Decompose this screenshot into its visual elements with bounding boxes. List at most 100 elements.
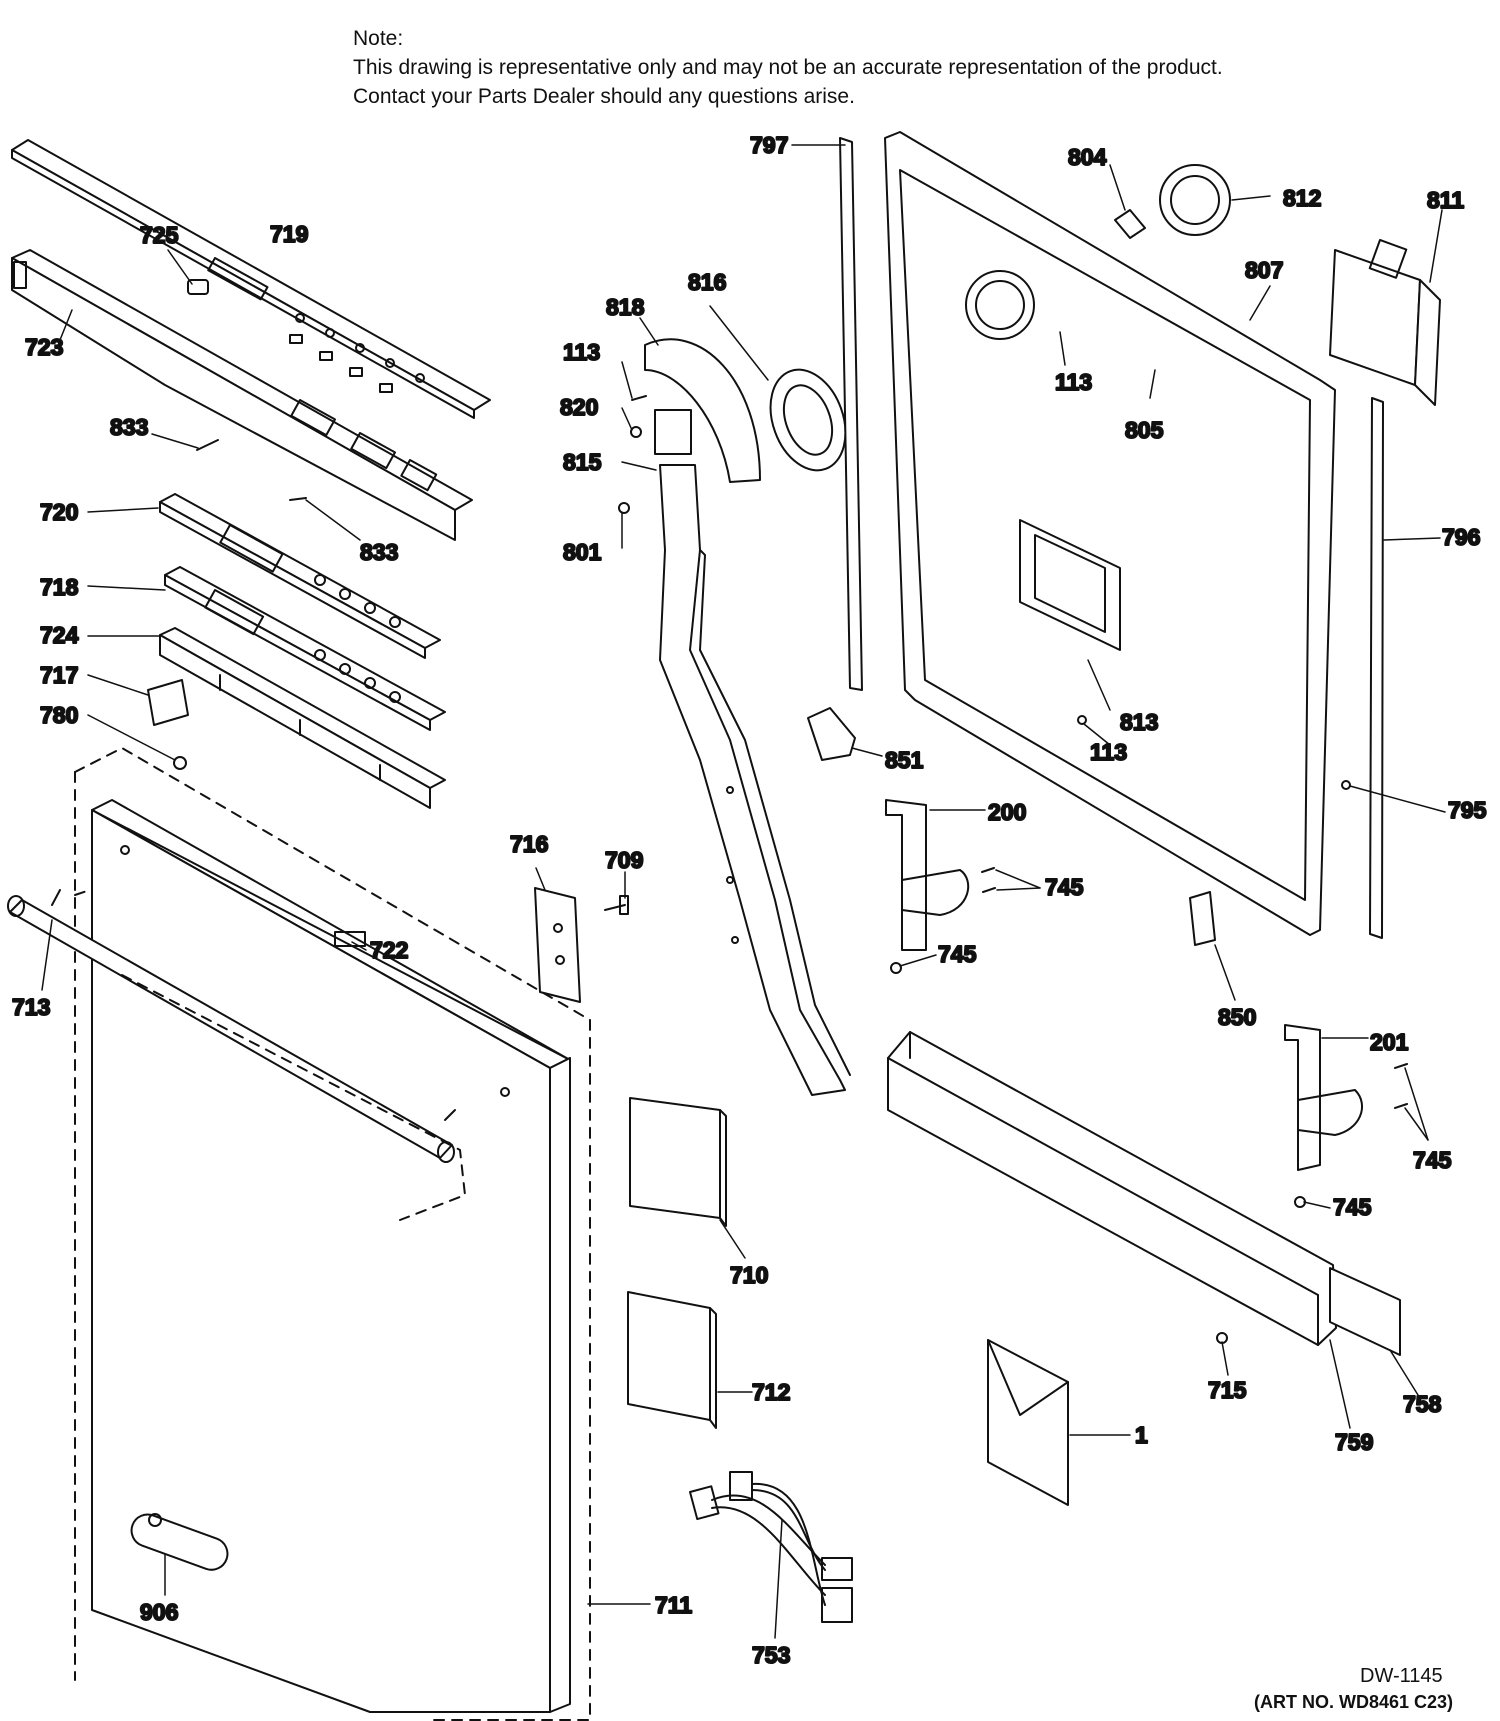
callout-811: 811 <box>1427 187 1464 213</box>
callout-717: 717 <box>40 662 78 688</box>
hinge-plate <box>534 887 581 1003</box>
literature-envelope <box>987 1339 1069 1506</box>
callout-716: 716 <box>510 831 548 857</box>
bottom-trim <box>887 1031 1337 1346</box>
callout-200: 200 <box>988 799 1026 825</box>
callout-797: 797 <box>750 132 788 158</box>
door-panel <box>91 799 571 1713</box>
dispenser-module <box>1329 239 1441 406</box>
callout-720: 720 <box>40 499 78 525</box>
fastener <box>173 756 187 770</box>
bottom-bar <box>1329 1267 1401 1356</box>
disclaimer-note: Note: This drawing is representative onl… <box>353 24 1223 111</box>
inner-door-panel <box>884 131 1336 936</box>
control-housing <box>11 249 473 541</box>
callout-745: 745 <box>1045 874 1084 900</box>
callout-722: 722 <box>370 937 408 963</box>
door-clip <box>1189 891 1216 946</box>
callout-725: 725 <box>140 222 179 248</box>
callout-745: 745 <box>1333 1194 1372 1220</box>
door-strip-left <box>839 137 863 691</box>
vent-housing <box>654 409 692 455</box>
vent-cap <box>1159 164 1231 236</box>
callout-906: 906 <box>140 1599 178 1625</box>
callout-710: 710 <box>730 1262 768 1288</box>
small-module <box>147 679 189 726</box>
dispenser-opening <box>1019 519 1121 651</box>
callout-201: 201 <box>1370 1029 1409 1055</box>
wire-harness <box>688 1471 853 1623</box>
callout-715: 715 <box>1208 1377 1247 1403</box>
callout-712: 712 <box>752 1379 790 1405</box>
callout-807: 807 <box>1245 257 1283 283</box>
callout-713: 713 <box>12 994 50 1020</box>
callout-758: 758 <box>1403 1391 1442 1417</box>
screw <box>196 439 219 451</box>
callout-818: 818 <box>606 294 645 320</box>
screw <box>982 887 996 893</box>
callout-820: 820 <box>560 394 598 420</box>
plate-screw <box>604 895 629 915</box>
screw <box>631 395 647 401</box>
control-panel-cover <box>11 139 491 419</box>
insulation-block-small <box>627 1291 717 1429</box>
fastener <box>618 502 630 514</box>
callout-745: 745 <box>938 941 977 967</box>
diagram-code: DW-1145 <box>1360 1665 1443 1687</box>
fastener <box>1341 780 1351 790</box>
callout-813: 813 <box>1120 709 1158 735</box>
callout-719: 719 <box>270 221 308 247</box>
callout-780: 780 <box>40 702 78 728</box>
callout-718: 718 <box>40 574 79 600</box>
vent-clip <box>1114 209 1146 239</box>
callout-113: 113 <box>1055 369 1092 395</box>
callout-850: 850 <box>1218 1004 1256 1030</box>
screw <box>1394 1063 1408 1069</box>
callout-795: 795 <box>1448 797 1487 823</box>
callout-812: 812 <box>1283 185 1321 211</box>
door-strip-right <box>1369 397 1384 939</box>
screw <box>289 497 307 501</box>
callout-833: 833 <box>110 414 148 440</box>
callout-711: 711 <box>655 1592 692 1618</box>
control-button <box>187 279 209 295</box>
art-number: (ART NO. WD8461 C23) <box>1254 1692 1454 1712</box>
callout-796: 796 <box>1442 524 1480 550</box>
insulation-block-large <box>629 1097 727 1227</box>
note-line-1: This drawing is representative only and … <box>353 56 1223 79</box>
fastener <box>890 962 902 974</box>
callout-723: 723 <box>25 334 63 360</box>
callout-805: 805 <box>1125 417 1164 443</box>
callout-745: 745 <box>1413 1147 1452 1173</box>
callout-759: 759 <box>1335 1429 1373 1455</box>
note-title: Note: <box>353 27 404 50</box>
door-assembly-outline <box>74 747 591 1721</box>
callout-801: 801 <box>563 539 602 565</box>
control-board <box>159 493 441 659</box>
callout-113: 113 <box>1090 739 1127 765</box>
callout-753: 753 <box>752 1642 790 1668</box>
fastener <box>630 426 642 438</box>
vent-duct <box>644 338 851 1096</box>
hinge-left <box>885 799 970 951</box>
board-bracket <box>159 627 446 809</box>
callout-113: 113 <box>563 339 600 365</box>
callout-724: 724 <box>40 622 79 648</box>
brand-badge <box>130 1513 229 1571</box>
note-line-2: Contact your Parts Dealer should any que… <box>353 85 855 108</box>
callout-1: 1 <box>1135 1422 1148 1448</box>
screw <box>981 867 995 873</box>
callout-804: 804 <box>1068 144 1107 170</box>
screw <box>1394 1103 1408 1109</box>
callout-709: 709 <box>605 847 643 873</box>
hinge-right <box>1284 1024 1364 1171</box>
latch-bracket <box>807 707 856 761</box>
callout-833: 833 <box>360 539 398 565</box>
callout-816: 816 <box>688 269 726 295</box>
callout-851: 851 <box>885 747 924 773</box>
fastener <box>1077 715 1087 725</box>
callout-815: 815 <box>563 449 602 475</box>
user-interface-board <box>164 566 446 731</box>
door-latch <box>334 931 366 947</box>
